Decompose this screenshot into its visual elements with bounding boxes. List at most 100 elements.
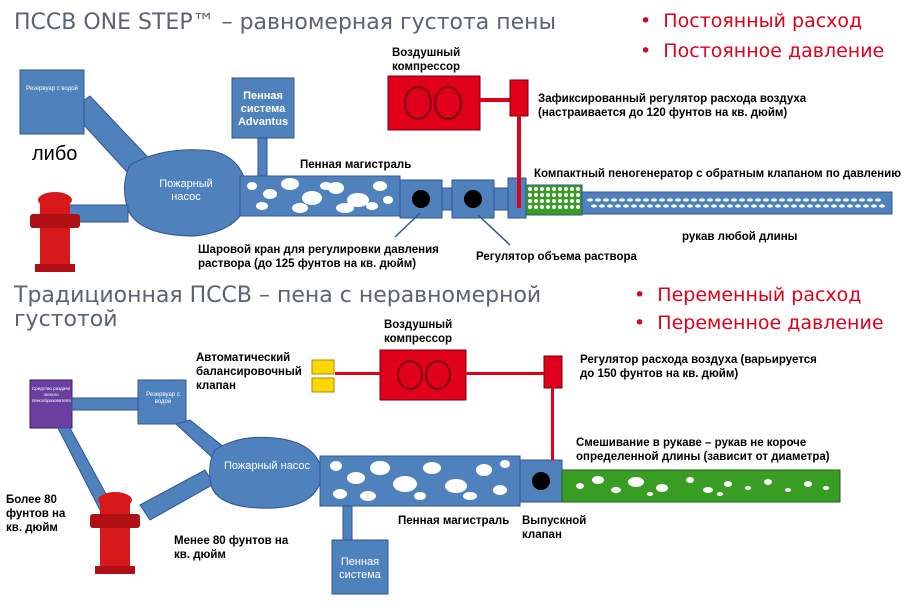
bottom-hose-bubble (804, 481, 812, 487)
top-hydrant (30, 192, 80, 272)
top-foam-bubble (256, 202, 268, 210)
bottom-foam-bubble (423, 462, 441, 474)
top-foam-bubble (292, 203, 308, 213)
top-generator-bubble (534, 187, 538, 191)
top-foam-bubble (281, 178, 299, 190)
top-hose-bubble (719, 204, 725, 208)
top-hose-bubble (815, 204, 821, 208)
bottom-foam-bubble (393, 476, 417, 492)
bottom-foam-main-label: Пенная магистраль (398, 515, 510, 527)
top-hose-bubble (711, 204, 717, 208)
top-generator-bubble (528, 199, 532, 203)
top-hose-bubble (763, 198, 769, 202)
bottom-hose-bubble (764, 479, 772, 485)
top-volume-regulator-dot (464, 190, 482, 208)
top-hose-bubble (715, 198, 721, 202)
bottom-outlet-valve-dot (532, 472, 550, 490)
top-hose-bubble (743, 204, 749, 208)
top-hose-bubble (611, 198, 617, 202)
top-foam-bubble (373, 181, 387, 191)
top-generator-bubble (540, 187, 544, 191)
top-generator-bubble (552, 193, 556, 197)
top-foam-system-label: Пенная система Advantus (237, 90, 289, 128)
bottom-hose-bubble (592, 476, 604, 484)
top-hose-bubble (655, 204, 661, 208)
top-foam-system-stem (257, 137, 268, 179)
top-volume-regulator-arrow (477, 214, 511, 246)
top-generator-bubble (534, 199, 538, 203)
top-reservoir-box (19, 69, 85, 135)
top-bullet-2: • Постоянное давление (640, 40, 885, 62)
bottom-foam-bubble (500, 460, 510, 468)
top-hose-bubble (867, 198, 873, 202)
top-hose-bubble (675, 198, 681, 202)
top-ball-valve-arrow (394, 212, 421, 238)
bottom-bullet-1: • Переменный расход (634, 284, 862, 306)
bottom-hose-bubble (717, 492, 723, 496)
bottom-foam-bubble (360, 491, 376, 501)
top-generator-bubble (546, 205, 550, 209)
bottom-foam-system-box (331, 539, 389, 595)
top-pipe-segment (441, 187, 453, 211)
bottom-compressor-pipe-right (466, 372, 544, 375)
bottom-reservoir-pipe-1 (71, 397, 139, 411)
top-hose-bubble (591, 204, 597, 208)
top-generator-bubble (570, 193, 574, 197)
top-hose-bubble (855, 204, 861, 208)
top-hose-bubble (663, 204, 669, 208)
top-generator-bubble (576, 199, 580, 203)
top-hose-bubble (807, 204, 813, 208)
top-foam-system-box (231, 77, 295, 139)
bottom-foam-bubble (330, 461, 342, 471)
top-generator-bubble (534, 205, 538, 209)
top-title: ПССВ ONE STEP™ – равномерная густота пен… (14, 10, 556, 35)
top-hose-bubble (831, 204, 837, 208)
top-generator-bubble (576, 193, 580, 197)
bottom-hose-bubble (703, 487, 713, 493)
top-air-regulator-label: Зафиксированный регулятор расхода воздух… (538, 93, 807, 119)
top-generator-bubble (552, 187, 556, 191)
bottom-purple-box (29, 379, 73, 429)
top-ball-valve-dot (412, 190, 430, 208)
top-hose-bubble (723, 198, 729, 202)
bottom-hydrant (90, 492, 140, 574)
bottom-foam-system-stem (342, 505, 353, 543)
top-generator-bubble (558, 193, 562, 197)
bottom-hose-bubble (628, 477, 644, 487)
top-hose-bubble (879, 204, 885, 208)
top-generator-bubble (576, 205, 580, 209)
top-air-line (517, 116, 521, 208)
top-hose-bubble (695, 204, 701, 208)
top-hose (581, 191, 893, 215)
top-hose-bubble (623, 204, 629, 208)
bottom-auto-valve-top (311, 359, 335, 375)
bottom-hose-bubble (576, 483, 584, 489)
bottom-hose-bubble (686, 477, 694, 483)
bottom-compressor-ring-1 (397, 360, 423, 390)
top-hose-bubble (767, 204, 773, 208)
top-hose-bubble (603, 198, 609, 202)
top-foam-bubble (336, 203, 354, 213)
bottom-purple-label: Средство раздачи легкого пенообразовател… (32, 386, 71, 403)
bottom-auto-valve-bottom (311, 377, 335, 393)
top-generator-bubble (564, 193, 568, 197)
top-pipe-segment-2 (493, 187, 509, 211)
top-foam-bubble (320, 182, 332, 190)
bottom-hose-bubble (745, 486, 751, 490)
bottom-mixing-label: Смешивание в рукаве – рукав не короче оп… (576, 437, 830, 463)
top-foam-bubble (328, 182, 344, 194)
top-hose-bubble (747, 198, 753, 202)
bottom-hose-bubble (785, 488, 791, 492)
top-foam-main-label: Пенная магистраль (300, 159, 412, 171)
bottom-bullet-1-text: Переменный расход (657, 284, 862, 306)
top-hose-bubble (699, 198, 705, 202)
top-hose-bubble (687, 204, 693, 208)
top-hose-bubble (707, 198, 713, 202)
top-air-regulator (509, 79, 529, 117)
top-hose-bubble (659, 198, 665, 202)
top-foam-bubble (263, 189, 277, 199)
bottom-hose-bubble (656, 484, 668, 492)
bottom-compressor-label: Воздушный компрессор (384, 319, 453, 345)
top-hose-bubble (631, 204, 637, 208)
